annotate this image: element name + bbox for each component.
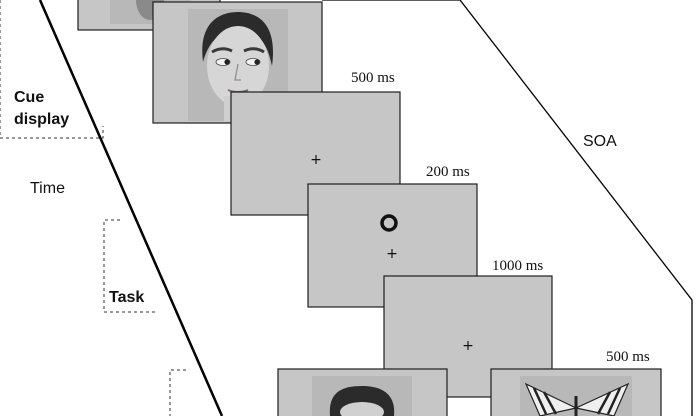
frame-butterfly [490,368,662,416]
circle-target-icon [380,214,398,232]
fixation-cross: + [310,152,322,168]
cue-display-label-line1: Cue [14,89,44,106]
butterfly-photo-icon [520,376,632,416]
time-axis-line [38,0,224,416]
task-bracket [103,219,158,313]
face-photo-icon [312,376,412,416]
duration-label-2: 200 ms [426,164,470,180]
task-label: Task [109,289,144,306]
soa-bracket-line [322,0,693,416]
time-label: Time [30,180,65,197]
duration-label-4: 500 ms [606,349,650,365]
soa-label: SOA [583,133,617,150]
frame-face-bottom [277,368,448,416]
fixation-cross: + [462,338,474,354]
duration-label-3: 1000 ms [492,258,543,274]
bottom-bracket [169,369,186,416]
cue-display-bracket [0,0,104,139]
cue-display-label-line2: display [14,111,69,128]
duration-label-1: 500 ms [351,70,395,86]
fixation-cross: + [386,246,398,262]
